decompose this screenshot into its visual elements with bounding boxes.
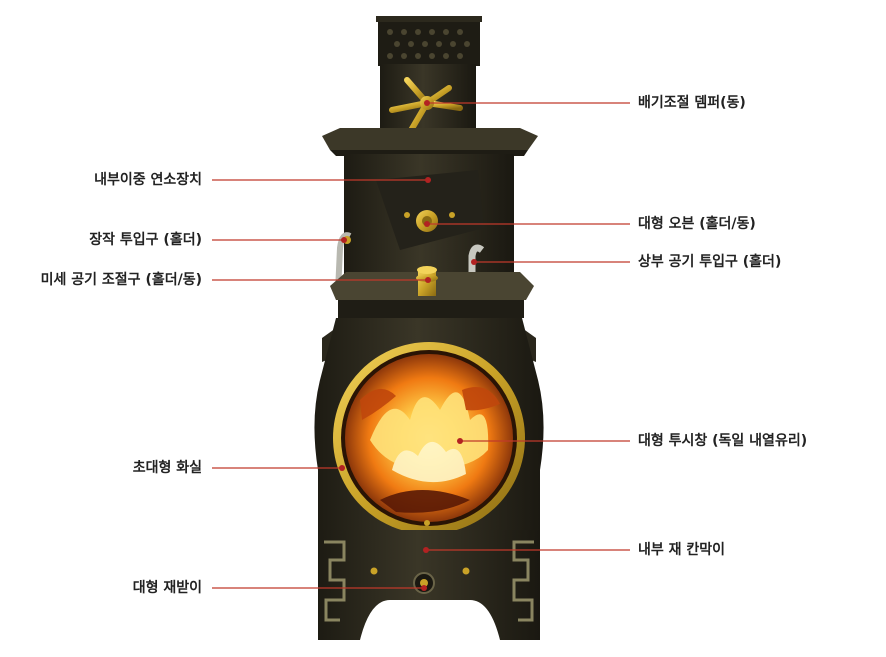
label-firebox: 초대형 화실 [132, 460, 202, 476]
top-plate [322, 128, 538, 150]
chimney-cap [376, 16, 482, 66]
label-ash-pan: 대형 재받이 [132, 580, 202, 596]
leg-ornament-right [512, 540, 534, 622]
label-upper-air-inlet: 상부 공기 투입구 (홀더) [638, 254, 782, 270]
label-viewing-window: 대형 투시창 (독일 내열유리) [638, 433, 808, 449]
upper-air-holder [468, 244, 485, 292]
leg-ornament-left [324, 540, 346, 622]
stove-illustration [314, 16, 544, 640]
leader-dots [339, 100, 477, 591]
flames [360, 387, 500, 513]
label-wood-inlet: 장작 투입구 (홀더) [89, 232, 202, 248]
label-double-combustion: 내부이중 연소장치 [94, 172, 202, 188]
label-ash-baffle: 내부 재 칸막이 [638, 542, 726, 558]
leader-lines [212, 102, 630, 589]
label-exhaust-damper: 배기조절 뎀퍼(동) [638, 95, 746, 111]
label-large-oven: 대형 오븐 (홀더/동) [638, 216, 756, 232]
label-fine-air-adjuster: 미세 공기 조절구 (홀더/동) [40, 272, 202, 288]
